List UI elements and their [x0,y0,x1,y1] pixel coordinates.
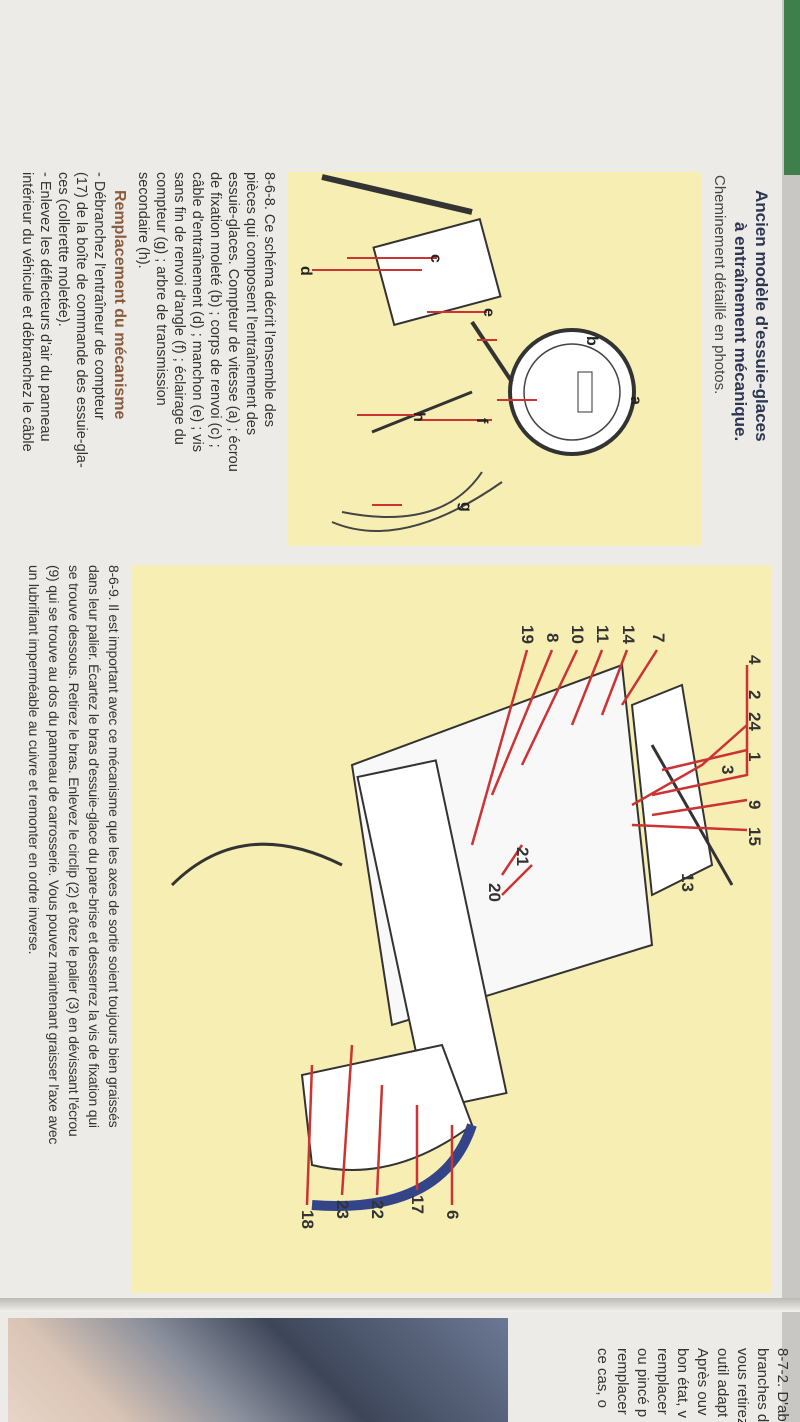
label-e: e [480,308,497,317]
label-20: 20 [485,883,504,902]
drive-cable [321,174,473,215]
label-1: 1 [745,752,764,762]
caption-line: (9) qui se trouve au dos du panneau de c… [46,565,62,1145]
caption-line: essuie-glaces. Compteur de vitesse (a) ;… [225,172,241,472]
caption-line: pièces qui composent l'entraînement des [243,172,259,436]
label-f: f [473,418,490,424]
section-title-line2: à entraînement mécanique. [731,222,750,442]
label-c: c [427,254,444,263]
body-line: - Débranchez l'entraîneur de compteur [91,172,107,420]
label-8: 8 [543,633,562,643]
wiper-mechanism-diagram [170,649,749,1211]
caption-line: Après ouv [694,1348,711,1416]
section-heading: Remplacement du mécanisme [111,190,128,420]
speedometer-drive-diagram [312,174,636,532]
caption-line: un lubrifiant imperméable au cuivre et r… [26,565,42,955]
page-edge [782,0,800,1422]
caption-line: remplacer [614,1348,631,1415]
caption-8-6-9: 8-6-9. Il est important avec ce mécanism… [24,565,124,1144]
caption-line: vous retirez [734,1348,751,1422]
label-9: 9 [745,800,764,810]
caption-line: dans leur palier. Écartez le bras d'essu… [86,565,102,1128]
figure-8-6-9: 4 2 24 1 9 15 3 13 21 20 7 14 11 10 8 19… [132,565,772,1293]
caption-line: se trouve dessous. Retirez le bras. Enle… [66,565,82,1137]
label-18: 18 [298,1210,317,1229]
label-3: 3 [718,765,737,775]
caption-8-7-2: 8-7-2. D'ab branches d vous retirez outi… [592,1348,792,1422]
gearbox-body [372,217,502,327]
caption-line: sans fin de renvoi d'angle (f) ; éclaira… [171,172,187,445]
label-4: 4 [745,655,764,665]
caption-line: 8-6-9. Il est important avec ce mécanism… [106,565,122,1128]
label-h: h [410,412,427,422]
label-7: 7 [649,633,668,643]
caption-line: 8-6-8. Ce schéma décrit l'ensemble des [261,172,277,428]
caption-line: 8-7-2. D'ab [774,1348,791,1422]
caption-line: bon état, v [674,1348,691,1419]
caption-line: ou pincé p [634,1348,651,1418]
label-13: 13 [678,873,697,892]
green-cover-edge [784,0,800,175]
label-2: 2 [745,690,764,700]
caption-line: secondaire (h). [135,172,151,269]
caption-line: remplacer [654,1348,671,1415]
label-24: 24 [745,712,764,731]
label-19: 19 [518,625,537,644]
engine-photo [8,1318,508,1422]
caption-line: câble d'entraînement (d) ; manchon (e) ;… [189,172,205,453]
label-22: 22 [368,1200,387,1219]
body-line: (17) de la boîte de commande des essuie-… [73,172,89,468]
body-line: - Enlevez les déflecteurs d'air du panne… [37,172,53,442]
body-line: intérieur du véhicule et débranchez le c… [19,172,35,452]
page-gutter [0,1298,800,1312]
label-g: g [457,502,474,512]
label-10: 10 [568,625,587,644]
label-15: 15 [745,827,764,846]
speedometer-dial [508,328,636,456]
label-a: a [627,396,644,405]
body-text: - Débranchez l'entraîneur de compteur (1… [18,172,108,468]
label-14: 14 [619,625,638,644]
label-23: 23 [333,1200,352,1219]
caption-8-6-8: 8-6-8. Ce schéma décrit l'ensemble des p… [134,172,278,472]
figure-8-6-8: a b c d e f g h [287,172,702,546]
label-6: 6 [443,1210,462,1220]
caption-line: de fixation moleté (b) ; corps de renvoi… [207,172,223,448]
label-b: b [583,336,600,346]
section-title: Ancien modèle d'essuie-glaces [752,190,771,442]
body-line: ces (collerette moletée). [55,172,71,327]
label-11: 11 [593,625,612,643]
label-17: 17 [408,1195,427,1214]
caption-line: ce cas, o [594,1348,611,1409]
label-d: d [297,266,314,276]
label-21: 21 [513,847,532,866]
caption-line: outil adapt [714,1348,731,1418]
section-subtitle: Cheminement détaillé en photos. [711,175,728,395]
caption-line: branches d [754,1348,771,1422]
caption-line: compteur (g) ; arbre de transmission [153,172,169,406]
